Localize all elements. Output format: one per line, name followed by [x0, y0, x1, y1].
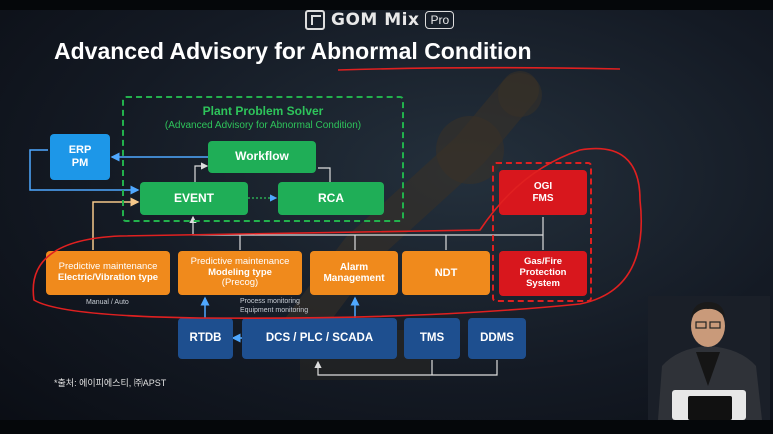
- alarm-management-box: Alarm Management: [310, 251, 398, 295]
- workflow-label: Workflow: [235, 149, 289, 164]
- pm-ev-line1: Predictive maintenance: [58, 261, 158, 273]
- rtdb-box: RTDB: [178, 318, 233, 359]
- gas-line2: Protection: [519, 267, 567, 279]
- gom-mix-pro-logo: GOM Mix Pro: [305, 8, 455, 32]
- plant-problem-solver-frame: [122, 96, 404, 222]
- tms-box: TMS: [404, 318, 460, 359]
- erp-label: ERP: [68, 144, 92, 157]
- workflow-box: Workflow: [208, 141, 316, 173]
- top-letterbox: [0, 0, 773, 10]
- equipment-monitoring-note: Equipment monitoring: [240, 307, 309, 314]
- brand-pro-badge: Pro: [425, 11, 455, 29]
- rca-label: RCA: [318, 190, 344, 205]
- process-monitoring-note: Process monitoring: [240, 298, 300, 305]
- manual-auto-note: Manual / Auto: [86, 299, 129, 306]
- rca-box: RCA: [278, 182, 384, 215]
- dcs-plc-scada-box: DCS / PLC / SCADA: [242, 318, 397, 359]
- safety-systems-frame: [492, 162, 592, 302]
- pm-ev-line2: Electric/Vibration type: [57, 272, 159, 283]
- gas-line3: System: [526, 277, 560, 289]
- ndt-box: NDT: [402, 251, 490, 295]
- pm-model-line3: (Precog): [221, 277, 259, 289]
- ogi-fms-box: OGI FMS: [499, 170, 587, 215]
- erp-pm-box: ERP PM: [50, 134, 110, 180]
- fms-label: FMS: [532, 192, 554, 204]
- slide-title: Advanced Advisory for Abnormal Condition: [54, 38, 532, 64]
- source-credit: *출처: 에이피에스티, ㈜APST: [54, 378, 167, 388]
- pm-modeling-box: Predictive maintenance Modeling type (Pr…: [178, 251, 302, 295]
- pm-model-line1: Predictive maintenance: [190, 255, 290, 267]
- pm-model-line2: Modeling type: [208, 266, 272, 278]
- ddms-box: DDMS: [468, 318, 526, 359]
- gas-fire-protection-box: Gas/Fire Protection System: [499, 251, 587, 296]
- tms-label: TMS: [419, 331, 445, 344]
- bottom-letterbox: [0, 420, 773, 434]
- alarm-line1: Alarm: [339, 261, 369, 273]
- dcs-label: DCS / PLC / SCADA: [265, 331, 374, 344]
- gas-line1: Gas/Fire: [523, 256, 563, 268]
- pm-electric-vibration-box: Predictive maintenance Electric/Vibratio…: [46, 251, 170, 295]
- solver-title: Plant Problem Solver: [202, 104, 324, 118]
- ddms-label: DDMS: [480, 331, 514, 344]
- gom-logo-icon: [305, 10, 325, 30]
- presenter-webcam: [648, 296, 770, 420]
- ogi-label: OGI: [533, 181, 553, 192]
- ndt-label: NDT: [434, 266, 458, 279]
- event-label: EVENT: [173, 190, 214, 205]
- event-box: EVENT: [140, 182, 248, 215]
- rtdb-label: RTDB: [189, 331, 222, 344]
- solver-subtitle: (Advanced Advisory for Abnormal Conditio…: [164, 120, 362, 131]
- brand-name: GOM Mix: [331, 10, 420, 30]
- pm-label: PM: [71, 157, 89, 169]
- alarm-line2: Management: [323, 273, 385, 284]
